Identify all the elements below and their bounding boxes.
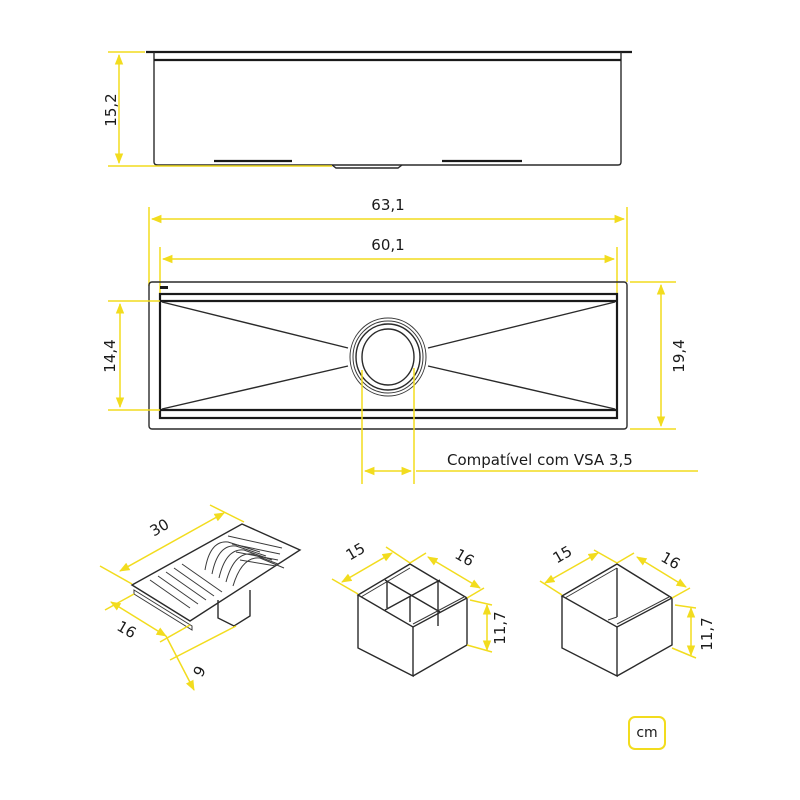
- unit-badge: cm: [628, 716, 666, 750]
- bin-accessory: 15 16 11,7: [539, 542, 716, 678]
- bin-width-label: 15: [550, 542, 576, 567]
- cutlery-width-label: 15: [343, 539, 369, 564]
- drain-icon: [349, 317, 427, 397]
- dish-rack-accessory: 30 16 9: [99, 504, 302, 691]
- rack-width-label: 16: [114, 617, 140, 642]
- bin-depth-label: 16: [658, 548, 684, 573]
- outer-width-label: 63,1: [371, 196, 404, 214]
- rack-length-label: 30: [147, 515, 173, 540]
- top-view: 63,1 60,1 14,4: [101, 196, 698, 484]
- inner-width-label: 60,1: [371, 236, 404, 254]
- cutlery-height-label: 11,7: [491, 611, 509, 644]
- cutlery-depth-label: 16: [452, 545, 478, 570]
- drain-compatibility-note: Compatível com VSA 3,5: [447, 451, 633, 469]
- outer-depth-label: 19,4: [670, 339, 688, 372]
- outer-depth-dimension: 19,4: [630, 281, 688, 430]
- inner-depth-dimension: 14,4: [101, 300, 160, 411]
- cutlery-holder-accessory: 15 16 11,7: [331, 539, 509, 678]
- bin-height-label: 11,7: [698, 617, 716, 650]
- rack-height-label: 9: [189, 663, 209, 680]
- side-height-dimension: 15,2: [102, 51, 332, 167]
- unit-label: cm: [636, 725, 658, 741]
- inner-depth-label: 14,4: [101, 339, 119, 372]
- side-height-label: 15,2: [102, 93, 120, 126]
- inner-width-dimension: 60,1: [159, 236, 618, 298]
- side-view: 15,2: [102, 50, 632, 169]
- outer-width-dimension: 63,1: [148, 196, 628, 286]
- drain-dimension: Compatível com VSA 3,5: [361, 368, 698, 484]
